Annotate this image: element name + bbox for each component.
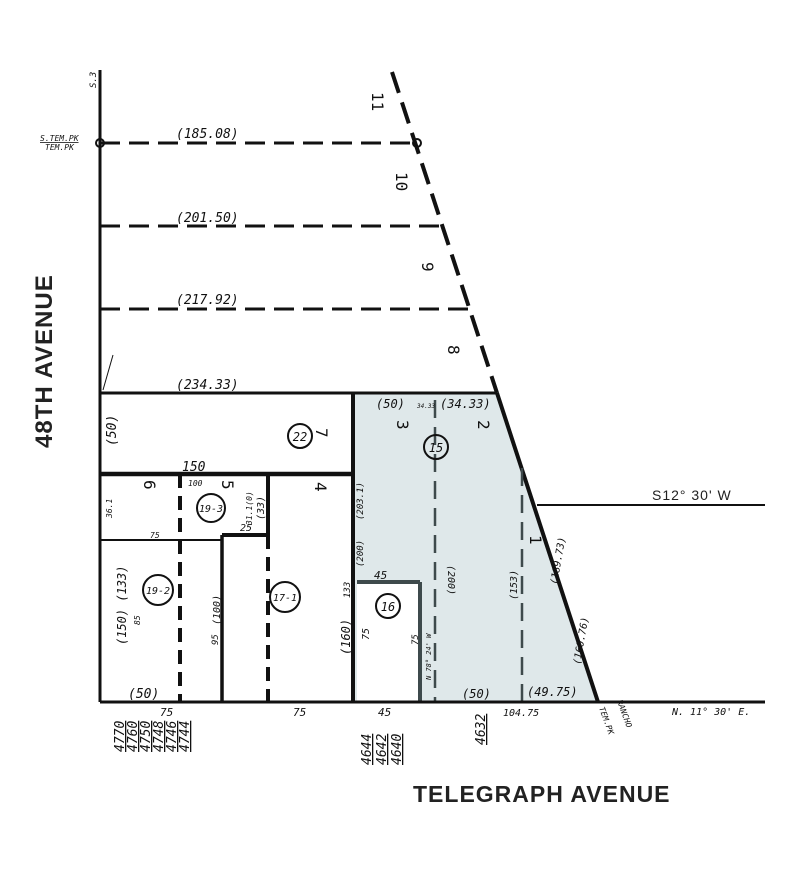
survey-monument xyxy=(412,138,422,148)
dimension: (153) xyxy=(509,570,520,600)
address: 4750 xyxy=(139,721,154,752)
lot-number: 6 xyxy=(140,480,159,490)
dimension: (200) xyxy=(445,565,456,595)
dimension: (100) xyxy=(212,595,223,625)
dimension: 45 xyxy=(374,569,387,582)
ref-label: S.3 xyxy=(89,72,99,88)
dimension: (200) xyxy=(356,540,366,567)
address: 4770 xyxy=(113,721,128,752)
lot-number: 7 xyxy=(312,428,331,438)
parcel-number: 17-1 xyxy=(273,593,297,604)
dimension: 31.1(0) xyxy=(245,491,254,526)
dimension: (49.75) xyxy=(527,685,578,699)
address: 4760 xyxy=(126,721,141,752)
street-addresses: 4770 4760 4750 4748 4746 4744 4644 4642 … xyxy=(113,714,489,765)
street-48th-avenue: 48TH AVENUE xyxy=(31,274,58,448)
street-telegraph-avenue: TELEGRAPH AVENUE xyxy=(413,781,671,807)
dimension: 75 xyxy=(150,531,160,540)
address: 4642 xyxy=(375,734,390,765)
ref-label: S.TEM.PK xyxy=(40,134,80,143)
parcel-number: 19-3 xyxy=(199,504,223,515)
dimension: 150 xyxy=(182,460,206,475)
dimension: 75 xyxy=(411,634,421,645)
lot-number: 10 xyxy=(392,172,411,191)
address: 4632 xyxy=(474,714,489,745)
bearing-bottom: N. 11° 30' E. xyxy=(671,707,750,718)
dimension: (185.08) xyxy=(176,127,239,142)
dimension: (160) xyxy=(339,619,353,655)
dimension: (50) xyxy=(462,687,491,701)
lot-numbers: 11 10 9 8 7 6 5 4 3 2 1 xyxy=(140,92,545,545)
dimension: 75 xyxy=(361,628,372,640)
dimension: (217.92) xyxy=(176,293,239,308)
dimension: 95 xyxy=(211,634,221,645)
dimension: 45 xyxy=(378,706,391,719)
lot-number: 3 xyxy=(393,420,412,430)
dimension: (33) xyxy=(256,496,267,520)
address: 4640 xyxy=(390,734,405,765)
dimension: 25 xyxy=(240,523,252,534)
address: 4744 xyxy=(178,721,193,752)
dimension: (203.1) xyxy=(356,482,366,520)
parcel-number: 19-2 xyxy=(146,586,170,597)
dimension: 100 xyxy=(188,479,203,488)
dimension: 75 xyxy=(293,706,306,719)
dimension: N 78° 24' W xyxy=(425,633,433,681)
dimension: 36.1 xyxy=(105,499,114,519)
lot-lines xyxy=(98,70,765,704)
parcel-numbers: 22 19-3 19-2 17-1 16 15 xyxy=(146,430,443,614)
parcel-number: 15 xyxy=(429,441,443,455)
lot-number: 4 xyxy=(311,482,330,492)
lot-number: 1 xyxy=(526,535,545,545)
bearing-east: S12° 30' W xyxy=(652,487,732,503)
lot-number: 5 xyxy=(218,480,237,490)
address: 4746 xyxy=(165,721,180,752)
parcel-number-circles xyxy=(142,423,449,619)
parcel-number: 16 xyxy=(381,600,395,614)
dimension: (50) xyxy=(376,397,405,411)
lot-number: 8 xyxy=(444,345,463,355)
dimension: 75 xyxy=(160,706,173,719)
lot-number: 2 xyxy=(474,420,493,430)
dimension: 34.33 xyxy=(416,403,435,410)
dimension: (50) xyxy=(128,687,159,702)
survey-monument xyxy=(95,138,105,148)
dimension: (234.33) xyxy=(176,378,239,393)
parcel-16-area xyxy=(357,582,420,702)
dimension: 104.75 xyxy=(503,708,539,719)
ref-label: TEM.PK xyxy=(597,706,616,737)
lot-number: 11 xyxy=(368,92,387,111)
address: 4644 xyxy=(360,734,375,765)
ref-label: TEM.PK xyxy=(45,143,75,152)
dimension: (50) xyxy=(105,415,120,446)
dimension: 85 xyxy=(133,615,142,625)
address: 4748 xyxy=(152,721,167,752)
parcel-number: 22 xyxy=(293,430,307,444)
lot-number: 9 xyxy=(418,262,437,272)
dimension: 133 xyxy=(343,582,353,598)
dimension: (150) (133) xyxy=(115,566,129,645)
dimension: (34.33) xyxy=(440,397,491,411)
dimension: (201.50) xyxy=(176,211,239,226)
